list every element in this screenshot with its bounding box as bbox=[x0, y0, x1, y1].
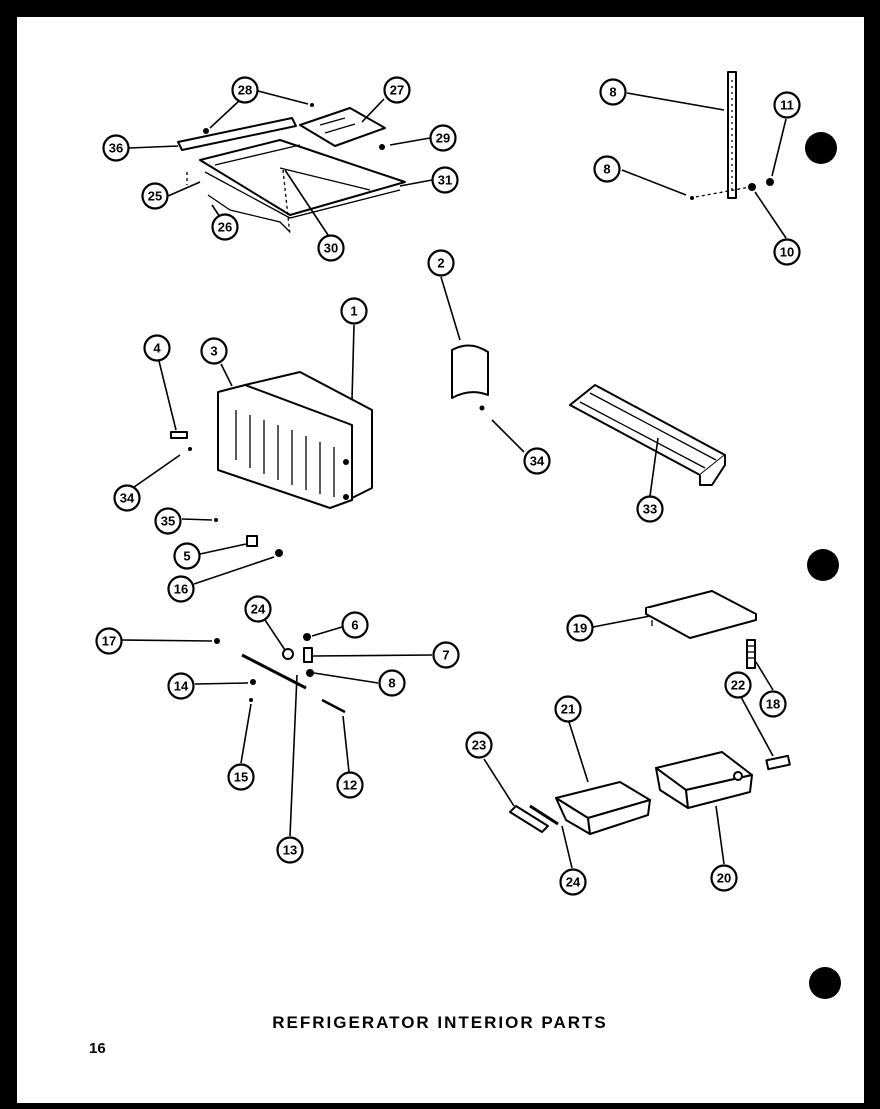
svg-text:2: 2 bbox=[437, 256, 444, 271]
leader-lines bbox=[121, 90, 787, 869]
punch-hole bbox=[805, 132, 837, 164]
callout: 23 bbox=[465, 731, 493, 759]
svg-text:21: 21 bbox=[561, 702, 575, 717]
callout: 34 bbox=[113, 484, 141, 512]
svg-text:18: 18 bbox=[766, 697, 780, 712]
callout: 35 bbox=[154, 507, 182, 535]
callout: 31 bbox=[431, 166, 459, 194]
svg-text:34: 34 bbox=[120, 491, 135, 506]
callout: 7 bbox=[432, 641, 460, 669]
callout: 10 bbox=[773, 238, 801, 266]
callout: 16 bbox=[167, 575, 195, 603]
callout: 4 bbox=[143, 334, 171, 362]
svg-text:10: 10 bbox=[780, 245, 794, 260]
callout: 2 bbox=[427, 249, 455, 277]
callout: 33 bbox=[636, 495, 664, 523]
divider-panel bbox=[451, 344, 489, 411]
callout: 25 bbox=[141, 182, 169, 210]
svg-text:27: 27 bbox=[390, 83, 404, 98]
callout: 26 bbox=[211, 213, 239, 241]
callout: 17 bbox=[95, 627, 123, 655]
svg-text:22: 22 bbox=[731, 678, 745, 693]
small-hardware bbox=[170, 431, 346, 714]
svg-text:12: 12 bbox=[343, 778, 357, 793]
svg-text:13: 13 bbox=[283, 843, 297, 858]
diagram-title: REFRIGERATOR INTERIOR PARTS bbox=[272, 1013, 608, 1032]
spring bbox=[746, 639, 756, 669]
svg-text:20: 20 bbox=[717, 871, 731, 886]
callout: 27 bbox=[383, 76, 411, 104]
svg-text:29: 29 bbox=[436, 131, 450, 146]
callout: 28 bbox=[231, 76, 259, 104]
svg-text:34: 34 bbox=[530, 454, 545, 469]
callout: 8 bbox=[378, 669, 406, 697]
shelf bbox=[645, 590, 757, 639]
crisper-cover-assembly bbox=[177, 103, 406, 236]
callout: 22 bbox=[724, 671, 752, 699]
svg-text:8: 8 bbox=[388, 676, 395, 691]
svg-text:24: 24 bbox=[251, 602, 266, 617]
callout: 8 bbox=[593, 155, 621, 183]
svg-text:31: 31 bbox=[438, 173, 452, 188]
crisper-rail bbox=[569, 384, 726, 486]
callout: 21 bbox=[554, 695, 582, 723]
svg-text:15: 15 bbox=[234, 770, 248, 785]
callout: 29 bbox=[429, 124, 457, 152]
svg-text:5: 5 bbox=[183, 549, 190, 564]
punch-hole bbox=[807, 549, 839, 581]
svg-text:7: 7 bbox=[442, 648, 449, 663]
callout: 15 bbox=[227, 763, 255, 791]
callout: 20 bbox=[710, 864, 738, 892]
svg-text:24: 24 bbox=[566, 875, 581, 890]
pin bbox=[765, 754, 791, 771]
callout: 24 bbox=[244, 595, 272, 623]
large-pan bbox=[655, 751, 753, 809]
callout: 13 bbox=[276, 836, 304, 864]
callout: 36 bbox=[102, 134, 130, 162]
callout: 11 bbox=[773, 91, 801, 119]
callout: 6 bbox=[341, 611, 369, 639]
svg-text:30: 30 bbox=[324, 241, 338, 256]
svg-text:33: 33 bbox=[643, 502, 657, 517]
svg-text:17: 17 bbox=[102, 634, 116, 649]
callout: 5 bbox=[173, 542, 201, 570]
callout: 24 bbox=[559, 868, 587, 896]
svg-text:3: 3 bbox=[210, 344, 217, 359]
svg-text:4: 4 bbox=[153, 341, 161, 356]
punch-hole bbox=[809, 967, 841, 999]
slide-parts bbox=[509, 804, 559, 833]
svg-text:26: 26 bbox=[218, 220, 232, 235]
callout: 34 bbox=[523, 447, 551, 475]
svg-text:6: 6 bbox=[351, 618, 358, 633]
svg-text:8: 8 bbox=[609, 85, 616, 100]
callout: 3 bbox=[200, 337, 228, 365]
svg-text:11: 11 bbox=[780, 98, 794, 113]
page-number: 16 bbox=[89, 1040, 106, 1057]
callout: 12 bbox=[336, 771, 364, 799]
small-pan bbox=[555, 781, 651, 835]
shelf-rail-assembly bbox=[689, 71, 774, 200]
svg-text:8: 8 bbox=[603, 162, 610, 177]
svg-text:1: 1 bbox=[350, 304, 357, 319]
crisper-door-assembly bbox=[217, 371, 373, 509]
callout: 1 bbox=[340, 297, 368, 325]
svg-text:36: 36 bbox=[109, 141, 123, 156]
callout: 30 bbox=[317, 234, 345, 262]
svg-text:23: 23 bbox=[472, 738, 486, 753]
callout: 14 bbox=[167, 672, 195, 700]
svg-text:28: 28 bbox=[238, 83, 252, 98]
callout: 18 bbox=[759, 690, 787, 718]
svg-text:25: 25 bbox=[148, 189, 162, 204]
svg-text:19: 19 bbox=[573, 621, 587, 636]
svg-text:16: 16 bbox=[174, 582, 188, 597]
callout: 19 bbox=[566, 614, 594, 642]
svg-text:14: 14 bbox=[174, 679, 189, 694]
svg-text:35: 35 bbox=[161, 514, 175, 529]
callout: 8 bbox=[599, 78, 627, 106]
